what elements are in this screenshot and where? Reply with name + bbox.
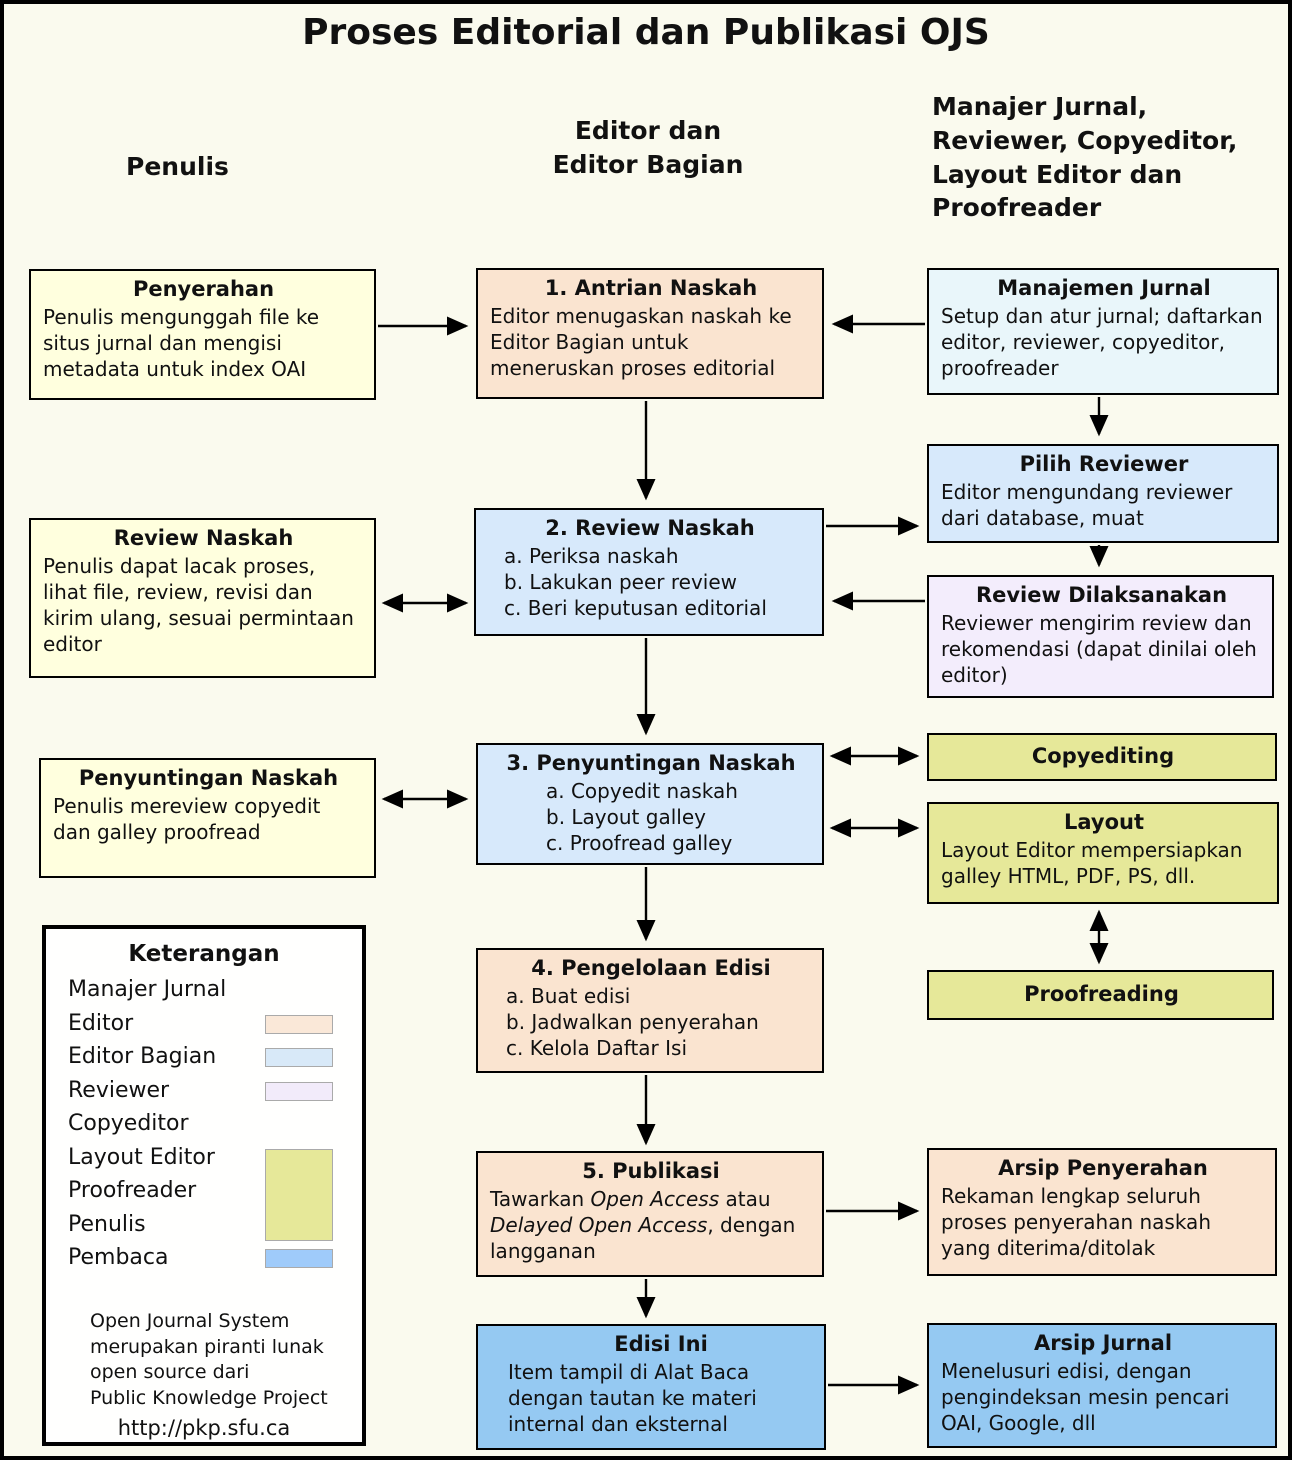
legend-title: Keterangan [128, 941, 280, 967]
box-item-list: a. Copyedit naskah b. Layout galley c. P… [490, 778, 812, 856]
box-penyerahan: Penyerahan Penulis mengunggah file ke si… [29, 269, 376, 400]
box-publikasi: 5. Publikasi Tawarkan Open Access atau D… [476, 1151, 824, 1277]
legend-swatch-copyeditor-group [265, 1149, 333, 1241]
box-review-naskah-penulis: Review Naskah Penulis dapat lacak proses… [29, 518, 376, 678]
box-title: Review Naskah [113, 526, 294, 550]
box-manajemen-jurnal: Manajemen Jurnal Setup dan atur jurnal; … [927, 268, 1279, 395]
box-review-naskah: 2. Review Naskah a. Periksa naskah b. La… [474, 508, 824, 636]
box-title: Review Dilaksanakan [975, 583, 1228, 607]
box-title: Edisi Ini [614, 1332, 708, 1356]
box-item: c. Proofread galley [546, 831, 733, 856]
box-body: Item tampil di Alat Baca dengan tautan k… [508, 1360, 757, 1437]
legend-url: http://pkp.sfu.ca [117, 1416, 291, 1440]
box-title: Penyuntingan Naskah [78, 766, 339, 790]
legend-rows: Manajer Jurnal Editor Editor Bagian Revi… [68, 973, 352, 1275]
column-header-editor: Editor dan Editor Bagian [552, 116, 744, 179]
box-title: 2. Review Naskah [545, 516, 755, 540]
legend-label: Manajer Jurnal [68, 977, 227, 1003]
box-body: Rekaman lengkap seluruh proses penyeraha… [941, 1184, 1211, 1261]
box-title: Arsip Penyerahan [998, 1156, 1208, 1180]
box-item-list: a. Buat edisi b. Jadwalkan penyerahan c.… [490, 983, 812, 1061]
legend-row-editor-bagian: Editor Bagian [68, 1040, 352, 1074]
legend-row-pembaca: Pembaca [68, 1241, 352, 1275]
box-title: 5. Publikasi [582, 1159, 720, 1183]
legend-row-proofreader: Proofreader [68, 1174, 352, 1208]
box-item: a. Periksa naskah [504, 544, 679, 569]
box-layout: Layout Layout Editor mempersiapkan galle… [927, 802, 1279, 904]
box-title: Proofreading [1024, 982, 1179, 1006]
box-proofreading: Proofreading [927, 970, 1274, 1020]
legend-swatch-reviewer [265, 1081, 333, 1101]
box-body: Penulis mengunggah file ke situs jurnal … [43, 305, 320, 382]
box-item: a. Buat edisi [506, 984, 631, 1009]
legend-label: Copyeditor [68, 1111, 189, 1137]
legend-row-editor: Editor [68, 1007, 352, 1041]
box-item: c. Beri keputusan editorial [504, 596, 767, 621]
legend-label: Editor Bagian [68, 1044, 217, 1070]
box-title: 3. Penyuntingan Naskah [506, 751, 796, 775]
box-pilih-reviewer: Pilih Reviewer Editor mengundang reviewe… [927, 444, 1279, 543]
legend-label: Proofreader [68, 1178, 197, 1204]
box-body: Menelusuri edisi, dengan pengindeksan me… [941, 1359, 1230, 1436]
box-edisi-ini: Edisi Ini Item tampil di Alat Baca denga… [476, 1324, 826, 1450]
legend-row-reviewer: Reviewer [68, 1074, 352, 1108]
box-title: Penyerahan [132, 277, 275, 301]
box-arsip-jurnal: Arsip Jurnal Menelusuri edisi, dengan pe… [927, 1323, 1277, 1448]
box-penyuntingan-naskah: 3. Penyuntingan Naskah a. Copyedit naska… [476, 743, 824, 865]
box-title: Copyediting [1031, 744, 1175, 768]
column-header-manajer: Manajer Jurnal, Reviewer, Copyeditor, La… [932, 92, 1238, 223]
legend-note: Open Journal System merupakan piranti lu… [90, 1310, 328, 1409]
box-body: Editor menugaskan naskah ke Editor Bagia… [490, 304, 792, 381]
legend-swatch-pembaca [265, 1249, 333, 1268]
legend-row-layout-editor: Layout Editor [68, 1141, 352, 1175]
legend-label: Penulis [68, 1211, 146, 1237]
box-review-dilaksanakan: Review Dilaksanakan Reviewer mengirim re… [927, 575, 1274, 698]
box-body: Layout Editor mempersiapkan galley HTML,… [941, 838, 1243, 889]
page-title: Proses Editorial dan Publikasi OJS [302, 12, 990, 53]
box-item: b. Layout galley [546, 805, 706, 830]
box-pengelolaan-edisi: 4. Pengelolaan Edisi a. Buat edisi b. Ja… [476, 948, 824, 1073]
box-title: Manajemen Jurnal [997, 276, 1211, 300]
box-body: Penulis dapat lacak proses, lihat file, … [43, 554, 354, 657]
box-item: b. Jadwalkan penyerahan [506, 1010, 759, 1035]
legend-label: Editor [68, 1010, 134, 1036]
box-item: b. Lakukan peer review [504, 570, 737, 595]
legend-row-copyeditor: Copyeditor [68, 1107, 352, 1141]
legend-swatch-editor-bagian [265, 1048, 333, 1067]
column-header-penulis: Penulis [126, 152, 229, 181]
box-item-list: a. Periksa naskah b. Lakukan peer review… [488, 543, 812, 621]
box-item: a. Copyedit naskah [546, 779, 738, 804]
box-title: 1. Antrian Naskah [544, 276, 758, 300]
box-title: 4. Pengelolaan Edisi [531, 956, 771, 980]
box-antrian-naskah: 1. Antrian Naskah Editor menugaskan nask… [476, 268, 824, 399]
legend-label: Pembaca [68, 1245, 169, 1271]
box-title: Layout [1063, 810, 1144, 834]
legend-swatch-editor [265, 1014, 333, 1034]
box-body: Setup dan atur jurnal; daftarkan editor,… [941, 304, 1263, 381]
box-body: Reviewer mengirim review dan rekomendasi… [941, 611, 1257, 688]
box-body: Editor mengundang reviewer dari database… [941, 480, 1233, 531]
legend-box: Keterangan Manajer Jurnal Editor Editor … [42, 925, 366, 1446]
box-body: Tawarkan Open Access atau Delayed Open A… [490, 1187, 796, 1264]
box-item: c. Kelola Daftar Isi [506, 1036, 687, 1061]
legend-label: Reviewer [68, 1077, 170, 1103]
box-title: Pilih Reviewer [1019, 452, 1189, 476]
box-penyuntingan-naskah-penulis: Penyuntingan Naskah Penulis mereview cop… [39, 758, 376, 878]
box-title: Arsip Jurnal [1033, 1331, 1173, 1355]
box-body: Penulis mereview copyedit dan galley pro… [53, 794, 321, 845]
box-copyediting: Copyediting [927, 733, 1277, 781]
legend-label: Layout Editor [68, 1144, 215, 1170]
box-arsip-penyerahan: Arsip Penyerahan Rekaman lengkap seluruh… [927, 1148, 1277, 1276]
legend-row-manajer-jurnal: Manajer Jurnal [68, 973, 352, 1007]
